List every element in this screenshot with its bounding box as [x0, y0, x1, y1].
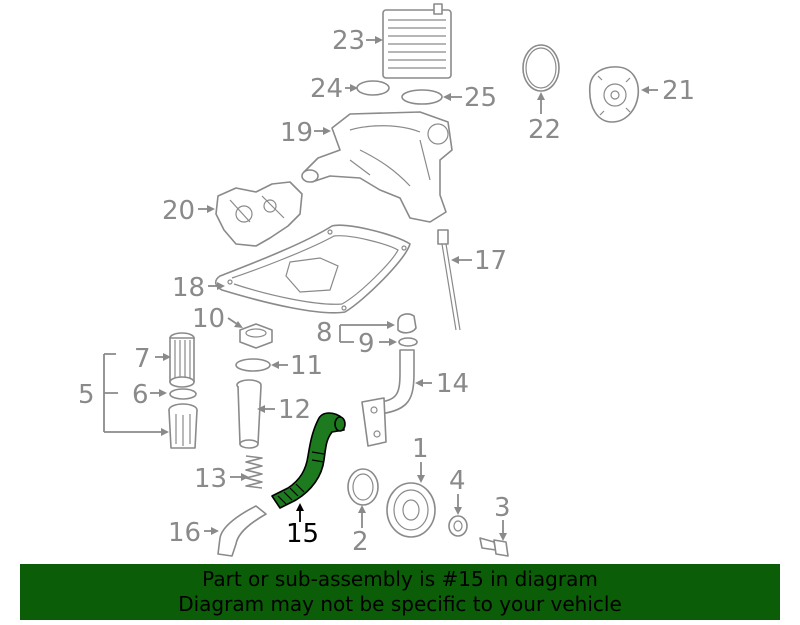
part-3-bolt [479, 537, 509, 557]
part-24-o-ring [356, 80, 390, 96]
callout-22: 22 [528, 115, 561, 145]
callout-8: 8 [316, 318, 333, 348]
callout-11: 11 [290, 351, 323, 381]
part-22-seal-ring [522, 44, 560, 92]
callout-1: 1 [412, 434, 429, 464]
callout-14: 14 [436, 369, 469, 399]
part-6-o-ring [169, 388, 197, 400]
part-23-oil-cooler [382, 3, 452, 79]
part-12-tube [236, 379, 262, 449]
callout-24: 24 [310, 74, 343, 104]
part-19-oil-filter-housing [301, 111, 453, 223]
parts-diagram: 23 24 25 22 21 19 20 17 18 10 11 12 13 1… [78, 3, 695, 557]
callout-23: 23 [332, 26, 365, 56]
callout-5: 5 [78, 380, 95, 410]
part-15-hose-highlighted [271, 412, 346, 509]
callout-3: 3 [494, 493, 511, 523]
banner-line-2: Diagram may not be specific to your vehi… [178, 592, 622, 616]
leader-lines [103, 36, 658, 541]
part-21-cover [588, 66, 640, 123]
part-11-washer [235, 358, 271, 372]
callout-4: 4 [449, 466, 466, 496]
part-9-seal [398, 337, 418, 347]
callout-12: 12 [278, 395, 311, 425]
part-2-seal-ring [347, 468, 379, 506]
callout-17: 17 [474, 246, 507, 276]
part-14-pipe [361, 349, 415, 447]
banner-line-1: Part or sub-assembly is #15 in diagram [202, 567, 598, 591]
part-4-washer [448, 515, 468, 537]
part-1-pulley [386, 482, 436, 538]
part-13-spring [245, 455, 263, 489]
part-10-drain-plug [239, 323, 273, 349]
part-17-dipstick [437, 229, 461, 331]
part-20-oil-pump [215, 181, 303, 247]
callout-16: 16 [168, 518, 201, 548]
callout-10: 10 [192, 304, 225, 334]
part-25-o-ring [401, 89, 443, 105]
info-banner: Part or sub-assembly is #15 in diagram D… [20, 564, 780, 620]
callout-18: 18 [172, 273, 205, 303]
callout-25: 25 [464, 83, 497, 113]
callout-numbers: 23 24 25 22 21 19 20 17 18 10 11 12 13 1… [78, 26, 695, 557]
part-18-oil-pan [214, 224, 411, 314]
callout-9: 9 [358, 329, 375, 359]
part-5-filter-cap [168, 403, 198, 449]
callout-7: 7 [134, 344, 151, 374]
callout-21: 21 [662, 76, 695, 106]
callout-2: 2 [352, 527, 369, 557]
callout-13: 13 [194, 464, 227, 494]
callout-15: 15 [286, 519, 319, 549]
part-7-filter-element [169, 332, 195, 388]
part-16-hose [217, 505, 267, 557]
part-8-cap [397, 313, 417, 334]
callout-6: 6 [132, 380, 149, 410]
callout-20: 20 [162, 196, 195, 226]
callout-19: 19 [280, 118, 313, 148]
